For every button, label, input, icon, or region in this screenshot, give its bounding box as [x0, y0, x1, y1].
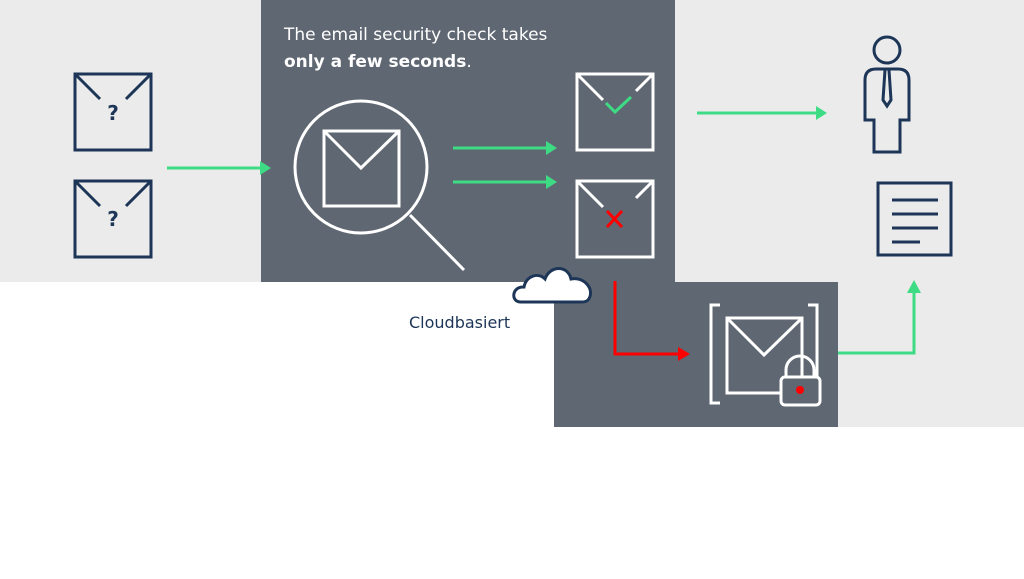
magnifier-mail-icon: [293, 99, 466, 272]
user-icon: [863, 35, 911, 154]
arrow-right-icon: [697, 106, 827, 120]
arrow-up-icon: [838, 280, 921, 355]
security-check-panel: [261, 0, 675, 282]
headline: The email security check takes only a fe…: [284, 22, 547, 76]
clean-mail-icon: [575, 72, 655, 152]
headline-end: .: [466, 52, 472, 72]
quarantine-lock-mail-icon: [709, 303, 822, 407]
arrow-right-icon: [453, 175, 557, 189]
x-mark-icon: [605, 209, 624, 229]
svg-text:?: ?: [107, 101, 119, 125]
headline-bold: only a few seconds: [284, 52, 467, 72]
unknown-mail-icon: ?: [73, 72, 153, 152]
checkmark-icon: [604, 95, 633, 115]
cloud-icon: [512, 267, 593, 304]
document-icon: [876, 181, 953, 257]
arrow-right-icon: [453, 141, 557, 155]
headline-line1: The email security check takes: [284, 25, 548, 45]
unknown-mail-icon: ?: [73, 179, 153, 259]
malicious-mail-icon: [575, 179, 655, 259]
arrow-right-icon: [167, 161, 271, 175]
arrow-quarantine-icon: [613, 281, 690, 361]
svg-text:?: ?: [107, 207, 119, 231]
cloud-label: Cloudbasiert: [409, 313, 511, 332]
